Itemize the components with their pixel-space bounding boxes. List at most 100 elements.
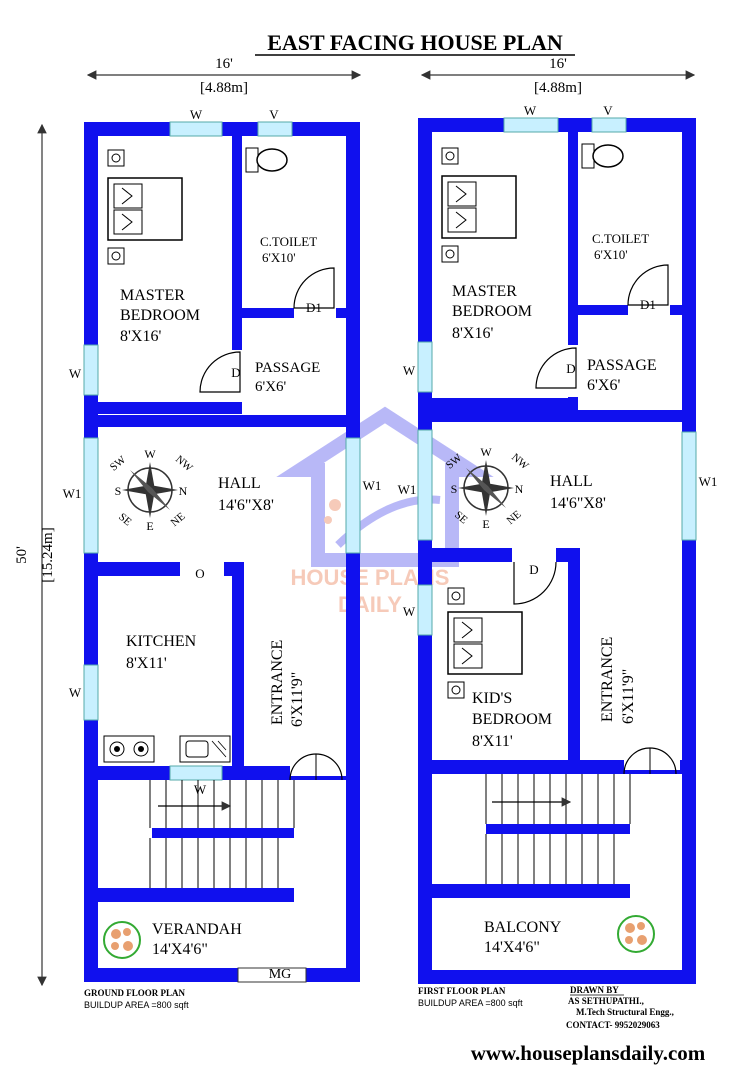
ff-entrance-label: ENTRANCE bbox=[599, 637, 616, 722]
compass-rose-icon: W S N E SW NW SE NE bbox=[444, 445, 531, 531]
drawn-by-label: DRAWN BY bbox=[570, 985, 619, 995]
gf-hall-size: 14'6"X8' bbox=[218, 497, 274, 514]
page-title: EAST FACING HOUSE PLAN bbox=[267, 30, 563, 55]
sink-icon bbox=[179, 735, 231, 763]
ff-kids-label-2: BEDROOM bbox=[472, 711, 552, 728]
compass-ne: NE bbox=[505, 508, 524, 527]
gf-passage-label: PASSAGE bbox=[255, 360, 320, 376]
gf-main-gate-label: MG bbox=[269, 967, 292, 982]
compass-n-label: N bbox=[179, 484, 188, 498]
gf-toilet-size: 6'X10' bbox=[262, 250, 296, 265]
ff-w1-left-label: W1 bbox=[398, 482, 417, 497]
website-watermark: www.houseplansdaily.com bbox=[471, 1041, 706, 1065]
length-dimension: 50' [15.24m] bbox=[14, 123, 56, 987]
ff-kids-size: 8'X11' bbox=[472, 733, 513, 750]
gf-verandah-label: VERANDAH bbox=[152, 921, 242, 938]
staircase bbox=[149, 780, 295, 888]
ff-kids-label-1: KID'S bbox=[472, 690, 512, 707]
gf-window-stair-label: W bbox=[194, 782, 207, 797]
first-width-ft: 16' bbox=[549, 56, 567, 72]
gf-verandah-size: 14'X4'6" bbox=[152, 941, 208, 958]
ff-master-label-2: BEDROOM bbox=[452, 303, 532, 320]
ff-hall-label: HALL bbox=[550, 473, 593, 490]
ff-w1-right-label: W1 bbox=[699, 474, 718, 489]
ff-door1-label: D1 bbox=[640, 297, 656, 312]
gf-window-label: W bbox=[190, 107, 203, 122]
gf-entrance-label: ENTRANCE bbox=[269, 640, 286, 725]
length-m: [15.24m] bbox=[40, 527, 56, 582]
gf-opening-label: O bbox=[195, 566, 204, 581]
gf-plan-title: GROUND FLOOR PLAN bbox=[84, 988, 186, 998]
bed-icon bbox=[447, 587, 523, 699]
compass-e: E bbox=[146, 519, 153, 533]
ff-vent-label: V bbox=[603, 103, 613, 118]
toilet-icon bbox=[245, 147, 288, 173]
ff-toilet-size: 6'X10' bbox=[594, 247, 628, 262]
compass-ne: NE bbox=[169, 510, 188, 529]
ff-balcony-label: BALCONY bbox=[484, 919, 562, 936]
compass-top: W bbox=[480, 445, 492, 459]
ff-master-label-1: MASTER bbox=[452, 283, 517, 300]
ground-width-dimension: 16' [4.88m] bbox=[86, 56, 362, 96]
ff-entrance-size: 6'X11'9" bbox=[620, 669, 637, 724]
ground-width-m: [4.88m] bbox=[200, 80, 248, 96]
first-width-m: [4.88m] bbox=[534, 80, 582, 96]
ff-window-bed-label: W bbox=[403, 363, 416, 378]
gf-window-bed-label: W bbox=[69, 366, 82, 381]
designer-name: AS SETHUPATHI., bbox=[568, 996, 644, 1006]
compass-nw: NW bbox=[173, 453, 195, 474]
length-ft: 50' bbox=[14, 546, 30, 564]
gf-hall-label: HALL bbox=[218, 475, 261, 492]
ff-toilet-label: C.TOILET bbox=[592, 231, 649, 246]
gf-master-size: 8'X16' bbox=[120, 328, 161, 345]
credits-block: DRAWN BY AS SETHUPATHI., M.Tech Structur… bbox=[566, 985, 674, 1030]
gf-master-label-1: MASTER bbox=[120, 287, 185, 304]
compass-se: SE bbox=[116, 511, 134, 529]
compass-n: W bbox=[144, 447, 156, 461]
compass-nw: NW bbox=[509, 451, 531, 472]
gf-w1-left-label: W1 bbox=[63, 486, 82, 501]
plant-icon bbox=[617, 915, 655, 953]
ff-area: BUILDUP AREA =800 sqft bbox=[418, 998, 523, 1008]
gf-passage-size: 6'X6' bbox=[255, 379, 287, 395]
ff-kids-door-label: D bbox=[529, 562, 538, 577]
designer-degree: M.Tech Structural Engg., bbox=[576, 1007, 674, 1017]
ff-door-label: D bbox=[566, 361, 575, 376]
compass-bottom: E bbox=[482, 517, 489, 531]
gf-toilet-label: C.TOILET bbox=[260, 234, 317, 249]
compass-left: S bbox=[451, 482, 458, 496]
gf-kitchen-size: 8'X11' bbox=[126, 655, 167, 672]
compass-s: S bbox=[115, 484, 122, 498]
gf-door1-label: D1 bbox=[306, 300, 322, 315]
staircase bbox=[485, 774, 631, 884]
bed-icon bbox=[441, 147, 517, 263]
compass-rose-icon: W S N E SW NW SE NE bbox=[108, 447, 195, 533]
ff-plan-title: FIRST FLOOR PLAN bbox=[418, 986, 506, 996]
gf-entrance-size: 6'X11'9" bbox=[289, 672, 306, 727]
bed-icon bbox=[107, 149, 183, 265]
ground-width-ft: 16' bbox=[215, 56, 233, 72]
ff-window-kids-label: W bbox=[403, 604, 416, 619]
gf-vent-label: V bbox=[269, 107, 279, 122]
gf-w1-right-label: W1 bbox=[363, 478, 382, 493]
designer-contact: CONTACT- 9952029063 bbox=[566, 1020, 660, 1030]
gf-door-label: D bbox=[231, 365, 240, 380]
gf-area: BUILDUP AREA =800 sqft bbox=[84, 1000, 189, 1010]
plant-icon bbox=[103, 921, 141, 959]
watermark-logo: HOUSE PLANS DAILY bbox=[276, 406, 494, 617]
compass-sw: SW bbox=[108, 453, 129, 473]
ff-passage-size: 6'X6' bbox=[587, 377, 620, 394]
first-width-dimension: 16' [4.88m] bbox=[420, 56, 696, 96]
stove-icon bbox=[103, 735, 155, 763]
ground-floor-plan: W S N E SW NW SE NE MASTER BEDROOM 8'X16… bbox=[63, 107, 382, 1010]
toilet-icon bbox=[581, 143, 624, 169]
ff-master-size: 8'X16' bbox=[452, 325, 493, 342]
ff-balcony-size: 14'X4'6" bbox=[484, 939, 540, 956]
ff-window-label: W bbox=[524, 103, 537, 118]
gf-master-label-2: BEDROOM bbox=[120, 307, 200, 324]
first-floor-plan: W S N E SW NW SE NE MASTER BEDROOM 8'X16… bbox=[398, 103, 718, 1008]
ff-hall-size: 14'6"X8' bbox=[550, 495, 606, 512]
gf-kitchen-label: KITCHEN bbox=[126, 633, 197, 650]
compass-right: N bbox=[515, 482, 524, 496]
